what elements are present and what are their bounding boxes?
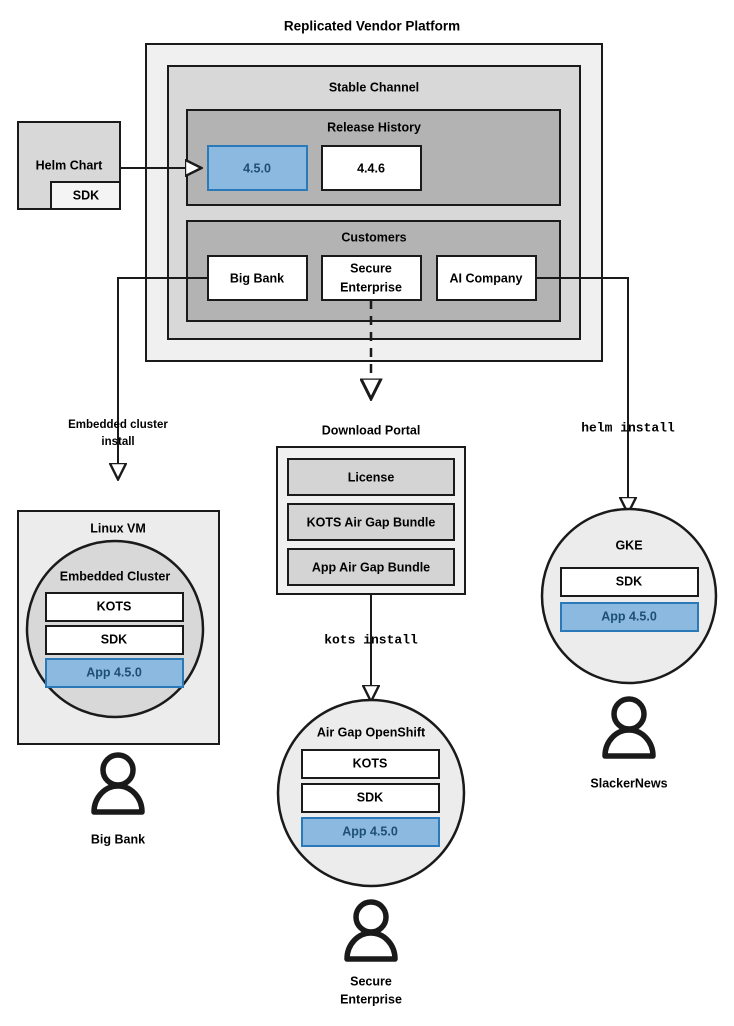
customer-label: Big Bank bbox=[230, 271, 284, 285]
embedded-install-label-line1: Embedded cluster bbox=[68, 419, 168, 431]
portal-item-kots-airgap-box[interactable] bbox=[287, 503, 455, 541]
customer-item-big-bank[interactable]: Big Bank bbox=[207, 255, 308, 301]
person-icon-head bbox=[611, 696, 647, 732]
connector-bigbank-to-linux-vm bbox=[118, 277, 208, 478]
component-label: SDK bbox=[616, 574, 642, 588]
portal-item-label: License bbox=[348, 470, 395, 484]
customer-name-line2: Enterprise bbox=[340, 992, 402, 1006]
release-box bbox=[321, 145, 422, 191]
component-box-sdk bbox=[45, 625, 184, 655]
connector-ai-company-to-gke bbox=[536, 277, 628, 512]
component-box-sdk bbox=[560, 567, 699, 597]
avatar-slackernews bbox=[602, 696, 656, 759]
embedded-cluster-title: Embedded Cluster bbox=[60, 569, 171, 583]
portal-item-app-airgap-box[interactable] bbox=[287, 548, 455, 586]
release-version-label: 4.4.6 bbox=[357, 161, 385, 175]
customer-item-ai-company[interactable]: AI Company bbox=[436, 255, 537, 301]
customer-name-slackernews: SlackerNews bbox=[590, 776, 667, 790]
customer-name-line1: Secure bbox=[350, 974, 392, 988]
download-portal-title: Download Portal bbox=[322, 423, 421, 437]
customer-label: AI Company bbox=[450, 271, 523, 285]
person-icon-head bbox=[100, 752, 136, 788]
release-version-label: 4.5.0 bbox=[243, 161, 271, 175]
release-item-4-5-0[interactable]: 4.5.0 bbox=[207, 145, 308, 191]
component-box-kots bbox=[301, 749, 440, 779]
person-icon-body bbox=[91, 783, 145, 815]
person-icon-body bbox=[602, 727, 656, 759]
embedded-install-label-line2: install bbox=[101, 436, 134, 448]
portal-item-label: KOTS Air Gap Bundle bbox=[307, 515, 436, 529]
customer-label-line1: Secure bbox=[350, 261, 392, 275]
customer-label-line2: Enterprise bbox=[340, 280, 402, 294]
component-box-app bbox=[45, 658, 184, 688]
customer-item-secure-enterprise[interactable]: Secure Enterprise bbox=[321, 255, 422, 301]
portal-item-label: App Air Gap Bundle bbox=[312, 560, 430, 574]
person-icon-head bbox=[353, 899, 389, 935]
page-title: Replicated Vendor Platform bbox=[284, 19, 460, 34]
customer-name-big-bank: Big Bank bbox=[91, 832, 145, 846]
component-label: SDK bbox=[357, 790, 383, 804]
release-item-4-4-6[interactable]: 4.4.6 bbox=[321, 145, 422, 191]
component-label: App 4.5.0 bbox=[342, 824, 398, 838]
helm-chart-sdk-box bbox=[50, 181, 121, 210]
component-label: App 4.5.0 bbox=[601, 609, 657, 623]
component-label: KOTS bbox=[353, 756, 388, 770]
linux-vm-node[interactable]: Linux VM Embedded Cluster KOTS SDK App 4… bbox=[17, 510, 220, 745]
component-box-app bbox=[301, 817, 440, 847]
helm-chart-sdk-label: SDK bbox=[73, 188, 99, 202]
helm-chart-node[interactable]: Helm Chart SDK bbox=[17, 121, 121, 210]
release-box-highlighted bbox=[207, 145, 308, 191]
release-history-title: Release History bbox=[327, 120, 421, 134]
gke-title: GKE bbox=[615, 538, 642, 552]
helm-install-label: helm install bbox=[581, 420, 675, 435]
stable-channel-title: Stable Channel bbox=[329, 80, 419, 94]
component-label: App 4.5.0 bbox=[86, 665, 142, 679]
component-label: SDK bbox=[101, 632, 127, 646]
avatar-secure-enterprise bbox=[344, 899, 398, 962]
person-icon-body bbox=[344, 930, 398, 962]
air-gap-openshift-node[interactable]: Air Gap OpenShift KOTS SDK App 4.5.0 bbox=[276, 698, 466, 888]
download-portal-node[interactable]: License KOTS Air Gap Bundle App Air Gap … bbox=[276, 446, 466, 595]
component-label: KOTS bbox=[97, 599, 132, 613]
component-box-sdk bbox=[301, 783, 440, 813]
gke-node[interactable]: GKE SDK App 4.5.0 bbox=[540, 507, 718, 685]
customers-title: Customers bbox=[341, 230, 406, 244]
customer-box bbox=[321, 255, 422, 301]
component-box-kots bbox=[45, 592, 184, 622]
portal-item-license-box[interactable] bbox=[287, 458, 455, 496]
avatar-big-bank bbox=[91, 752, 145, 815]
helm-chart-label: Helm Chart bbox=[36, 158, 104, 172]
air-gap-openshift-title: Air Gap OpenShift bbox=[317, 725, 426, 739]
component-box-app bbox=[560, 602, 699, 632]
kots-install-label: kots install bbox=[324, 632, 418, 647]
linux-vm-title: Linux VM bbox=[90, 521, 146, 535]
